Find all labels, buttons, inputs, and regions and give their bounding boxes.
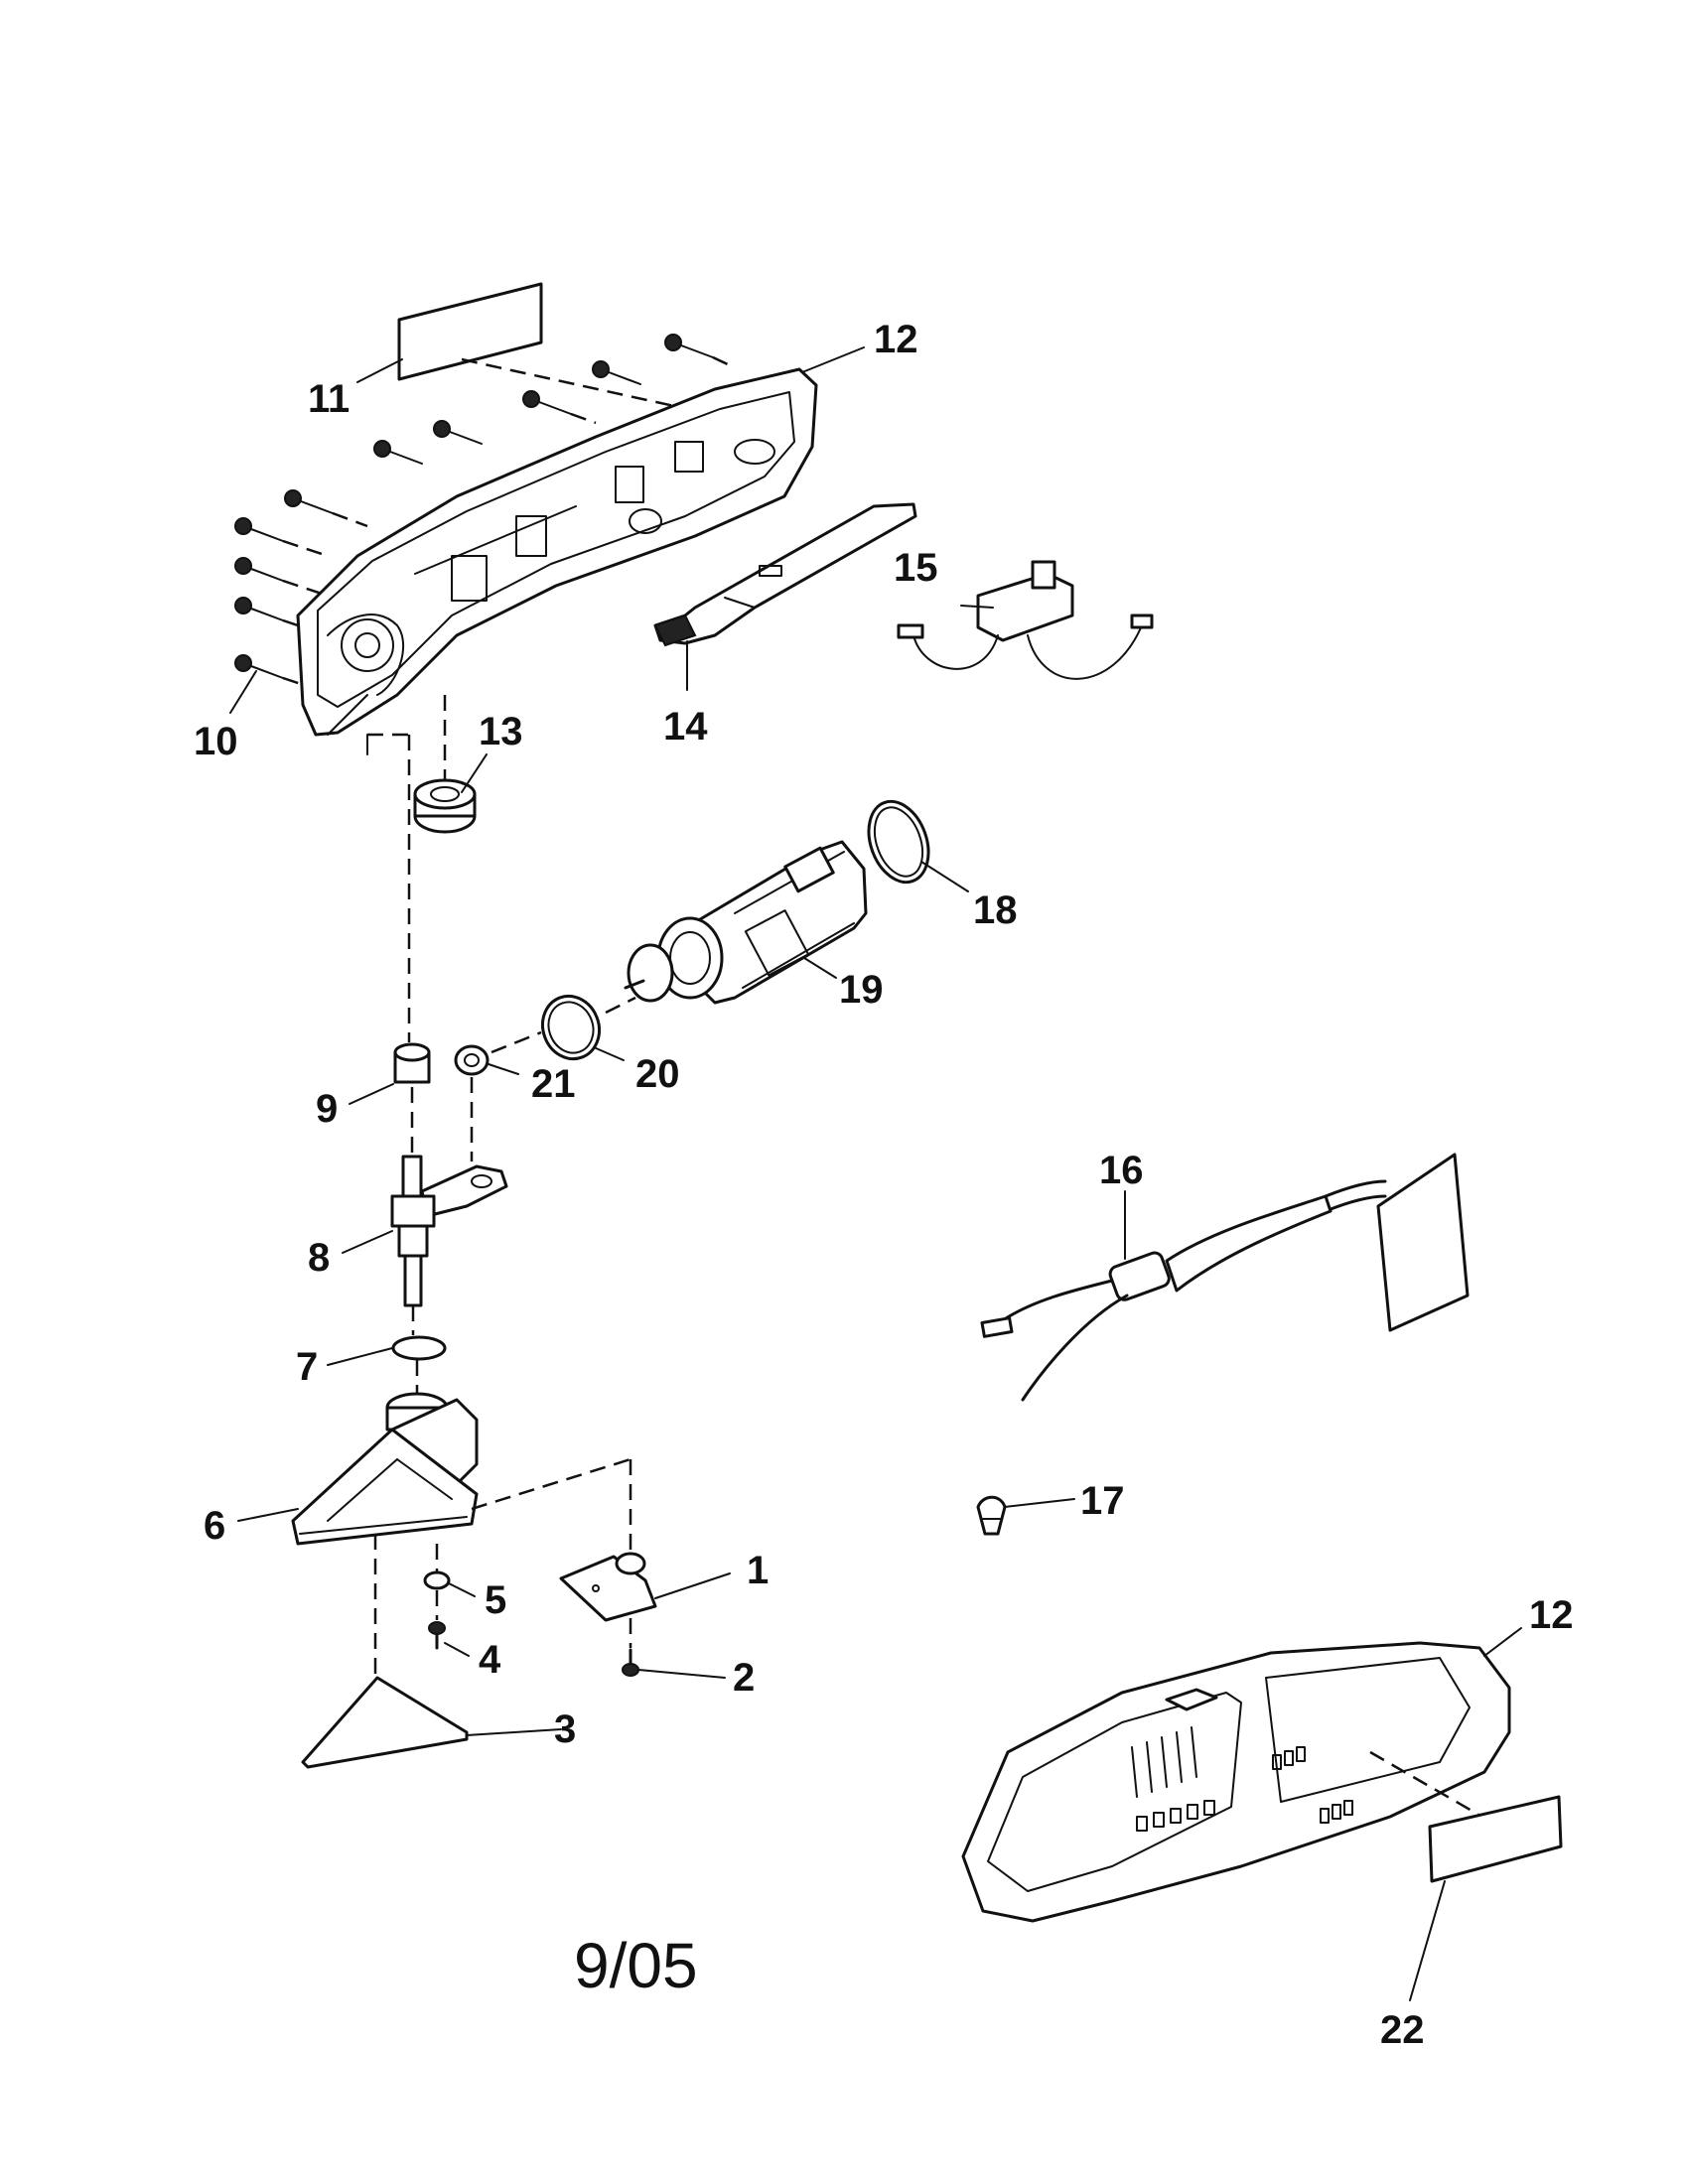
part-19-motor [624,840,868,1005]
part-21-nut [454,1030,542,1161]
callout-6: 6 [204,1504,225,1548]
callout-3: 3 [554,1707,576,1751]
part-10-screws [234,334,731,695]
callout-5: 5 [485,1578,506,1622]
callout-2: 2 [733,1656,755,1700]
part-2-screw [622,1618,639,1677]
part-7-o-ring [391,1335,447,1361]
part-14-switch-slider [653,502,917,647]
part-22-label [1428,1795,1563,1883]
part-13-bushing [413,695,477,834]
part-6-pad-base [291,1360,632,1554]
callout-21: 21 [531,1062,576,1106]
part-4-screw [428,1590,446,1650]
callout-10: 10 [194,720,238,763]
callout-14: 14 [663,705,708,749]
callout-11: 11 [308,377,350,421]
date-code: 9/05 [574,1930,698,2001]
part-15-switch [897,560,1154,680]
callout-1: 1 [747,1549,769,1592]
part-1-clamp [559,1552,657,1622]
callout-9: 9 [316,1087,338,1131]
part-5-washer [423,1544,451,1590]
part-16-power-cord [980,1153,1470,1402]
part-20-ring [541,994,636,1061]
callout-20: 20 [635,1052,680,1096]
callout-19: 19 [839,968,884,1012]
callout-18: 18 [973,888,1018,932]
callout-16: 16 [1099,1149,1144,1192]
callout-17: 17 [1080,1479,1125,1523]
callout-22: 22 [1380,2008,1425,2052]
part-3-sanding-sheet [301,1534,469,1769]
callout-8: 8 [308,1236,330,1280]
leader-lines [229,346,1522,2001]
callout-13: 13 [479,710,523,753]
callout-12-bottom: 12 [1529,1593,1574,1637]
callout-labels: 1 2 3 4 5 6 7 8 9 10 11 12 12 13 14 15 1… [194,318,1574,2052]
part-8-shaft [390,1087,508,1335]
assembled-tool [961,1641,1511,1923]
callout-12-top: 12 [874,318,918,361]
callout-7: 7 [296,1345,318,1389]
part-12-housing-half [296,367,818,737]
callout-15: 15 [894,546,938,590]
part-9-bearing [366,733,431,1084]
callout-4: 4 [479,1638,501,1682]
part-17-wire-nut [976,1495,1007,1536]
part-18-ring [867,799,930,885]
part-11-label [397,282,716,417]
